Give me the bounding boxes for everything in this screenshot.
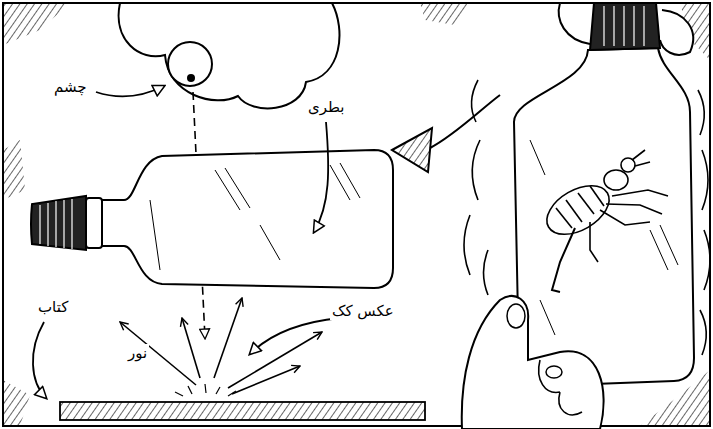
upper-hand (559, 3, 693, 55)
bottle-neck (86, 198, 102, 248)
book (60, 402, 425, 420)
cap-ribs (40, 199, 72, 249)
lower-hand (462, 296, 604, 429)
leader-arrow (250, 318, 340, 354)
bottle-glass (100, 150, 393, 288)
fingernail (507, 304, 525, 328)
hatch-corner (420, 3, 470, 25)
hatch-corner (3, 140, 25, 200)
emphasis-strokes (464, 80, 710, 355)
leader-arrow (96, 86, 164, 97)
eye-ball (168, 42, 212, 86)
part-label: نور (126, 344, 149, 362)
bottle-cap (590, 3, 660, 50)
leader-arrow (33, 322, 46, 398)
face-outline (119, 3, 340, 108)
part-label: عکس کک (330, 302, 396, 320)
leader-arrow (314, 122, 328, 232)
light-rays (120, 298, 322, 394)
glass-highlight (530, 140, 678, 335)
cap-ribs (604, 6, 644, 46)
part-label: بطری (306, 98, 347, 116)
flea (539, 150, 668, 292)
part-label: چشم (52, 78, 89, 96)
bottle-glass (514, 48, 694, 386)
panel-frame (3, 3, 710, 426)
eye-pupil (187, 74, 195, 82)
hatch-corner (3, 380, 30, 426)
hatch-corner (3, 3, 70, 45)
light-sparkle (175, 384, 236, 396)
finger-lines (539, 360, 582, 415)
pointer-arrow-head (392, 128, 432, 172)
fingernail (546, 366, 562, 378)
part-label: کتاب (36, 298, 70, 316)
bottle-cap (31, 196, 86, 250)
pointer-arrow (430, 95, 500, 148)
